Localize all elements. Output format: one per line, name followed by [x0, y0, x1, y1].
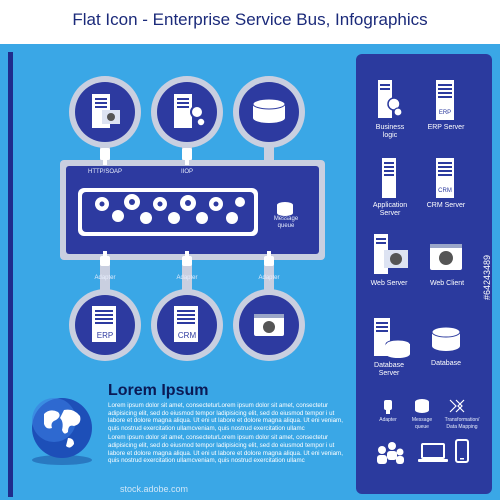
legend-label-erp-server: ERP Server: [427, 124, 465, 131]
protocol-label-iiop: IIOP: [180, 169, 193, 175]
credit-watermark: stock.adobe.com: [120, 484, 189, 494]
legend-label-business-logic: Business logic: [375, 124, 405, 139]
connector-bottom-2: [182, 254, 192, 290]
node-bottom-web-client: [233, 289, 305, 361]
database-icon: [431, 326, 461, 351]
application-server-icon: [382, 158, 396, 198]
plug-icon-bottom-3: [264, 251, 274, 266]
page-title: Flat Icon - Enterprise Service Bus, Info…: [72, 10, 428, 29]
plug-icon-top-2: [182, 148, 192, 165]
legend-label-data-mapping: Transformation/ Data Mapping: [444, 417, 480, 430]
message-queue-label: Message queue: [273, 216, 299, 229]
globe-icon: [32, 398, 92, 465]
plug-icon-bottom-2: [182, 251, 192, 266]
adapter-label-2: Adapter: [176, 275, 198, 281]
message-bus: [78, 188, 258, 236]
erp-label: ERP: [96, 331, 114, 340]
erp-server-icon: ERP: [436, 80, 454, 120]
legend-label-crm-server: CRM Server: [426, 202, 466, 209]
crm-server-icon: CRM: [436, 158, 454, 198]
node-bottom-crm: [151, 289, 223, 361]
stock-id-watermark: #64243489: [482, 254, 492, 300]
legend-label-database: Database: [431, 360, 461, 367]
database-server-icon: [374, 318, 411, 358]
adapter-label-1: Adapter: [94, 275, 116, 281]
plug-icon-top-1: [100, 148, 110, 165]
node-top-business-logic: [151, 76, 223, 148]
lorem-body: Lorem ipsum dolor sit amet, consecteturL…: [108, 402, 348, 467]
node-top-web-server: [69, 76, 141, 148]
node-bottom-erp: [69, 289, 141, 361]
message-queue-icon: [277, 202, 293, 216]
web-client-icon: [430, 244, 462, 270]
crm-server-icon-text: CRM: [438, 188, 452, 194]
lorem-paragraph-2: Lorem ipsum dolor sit amet, consecteturL…: [108, 434, 343, 465]
users-icon: [377, 442, 404, 464]
esb-diagram-svg: [60, 76, 325, 361]
title-bar: Flat Icon - Enterprise Service Bus, Info…: [0, 0, 500, 44]
legend-label-message-queue: Message queue: [411, 417, 433, 430]
server-gears-icon: [378, 80, 403, 118]
legend-panel: ERP CRM: [356, 54, 492, 494]
legend-icons-svg: ERP CRM: [374, 80, 469, 464]
adapter-label-3: Adapter: [258, 275, 280, 281]
gears-icon: [95, 194, 245, 224]
erp-server-icon-text: ERP: [439, 110, 451, 116]
node-top-database: [233, 76, 305, 148]
lorem-heading: Lorem Ipsum: [108, 382, 209, 399]
left-accent-stripe: [8, 52, 13, 497]
message-queue-icon: [415, 399, 429, 413]
connector-bottom-1: [100, 254, 110, 290]
legend-label-application-server: Application Server: [372, 202, 408, 217]
lorem-paragraph-1: Lorem ipsum dolor sit amet, consecteturL…: [108, 402, 343, 432]
connector-bottom-3: [264, 254, 274, 290]
protocol-label-http-soap: HTTP/SOAP: [87, 169, 122, 175]
crm-label: CRM: [177, 331, 197, 340]
legend-label-adapter: Adapter: [379, 417, 397, 423]
laptop-icon: [418, 443, 448, 462]
legend-label-web-server: Web Server: [370, 280, 408, 287]
adapter-icon: [384, 400, 392, 414]
legend-label-database-server: Database Server: [374, 362, 404, 377]
legend-label-web-client: Web Client: [429, 280, 465, 287]
web-server-icon: [374, 234, 408, 274]
plug-icon-bottom-1: [100, 251, 110, 266]
smartphone-icon: [455, 439, 469, 463]
data-mapping-icon: [449, 399, 465, 413]
esb-diagram: HTTP/SOAP IIOP Message queue Adapter Ada…: [40, 70, 340, 370]
